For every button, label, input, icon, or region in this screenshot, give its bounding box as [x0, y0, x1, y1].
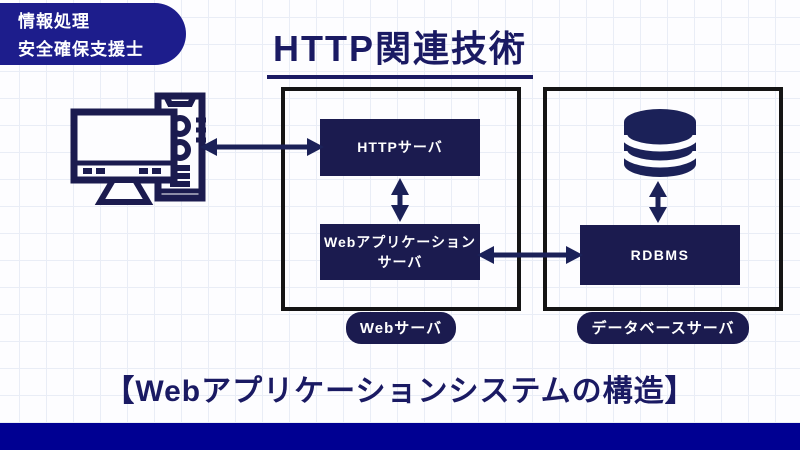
arrow-database-rdbms — [646, 181, 670, 223]
arrow-appserver-rdbms — [477, 243, 583, 267]
title-wrap: HTTP関連技術 — [0, 20, 800, 79]
http-server-label: HTTPサーバ — [357, 139, 443, 156]
db-server-group-box — [543, 87, 783, 311]
db-server-tag-wrap: データベースサーバ — [543, 312, 783, 344]
http-server-node: HTTPサーバ — [320, 119, 480, 176]
web-app-server-label-line2: サーバ — [377, 254, 423, 270]
db-server-tag: データベースサーバ — [577, 312, 749, 344]
database-icon — [620, 106, 700, 185]
caption: 【Webアプリケーションシステムの構造】 — [104, 375, 696, 408]
web-app-server-node: Webアプリケーション サーバ — [320, 224, 480, 280]
web-server-group-box — [281, 87, 521, 311]
bottom-bar — [0, 423, 800, 450]
rdbms-node: RDBMS — [580, 225, 740, 285]
arrow-httpserver-appserver — [388, 178, 412, 222]
web-server-tag: Webサーバ — [345, 312, 457, 344]
page-title: HTTP関連技術 — [267, 20, 533, 79]
web-app-server-label-line1: Webアプリケーション — [323, 233, 477, 250]
rdbms-label: RDBMS — [630, 246, 690, 263]
certification-badge: 情報処理 安全確保支援士 — [0, 3, 186, 65]
badge-line1: 情報処理 — [18, 12, 90, 31]
badge-line2: 安全確保支援士 — [18, 39, 144, 59]
desktop-computer-icon — [70, 92, 208, 219]
arrow-client-httpserver — [200, 135, 324, 159]
web-server-tag-wrap: Webサーバ — [281, 312, 521, 344]
